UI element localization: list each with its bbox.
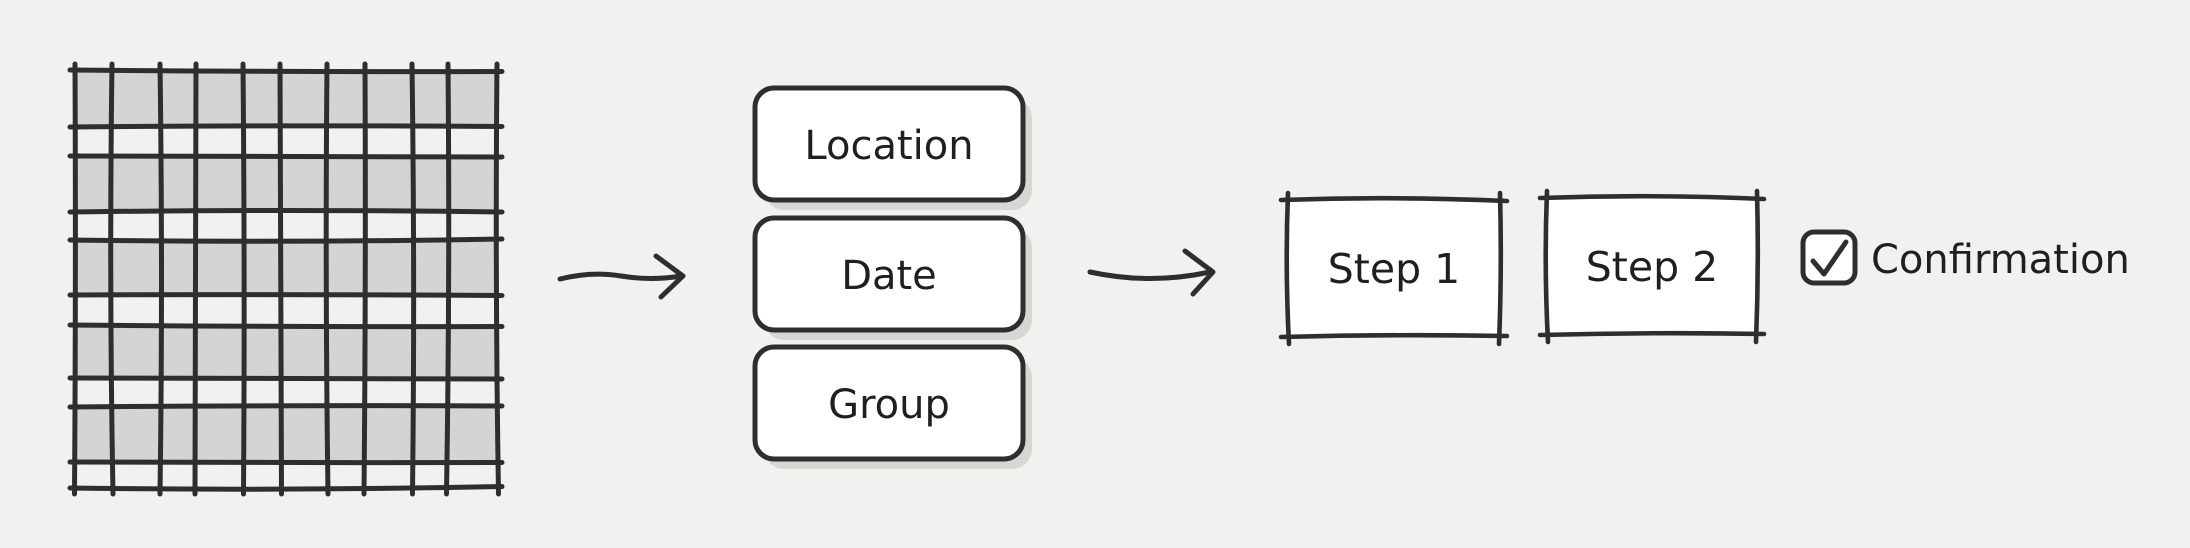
arrow-fields-to-steps[interactable] xyxy=(1087,248,1216,297)
field-button-location[interactable]: Location xyxy=(752,85,1032,210)
box-vertical-edges xyxy=(1284,190,1504,347)
step-1-box[interactable]: Step 1 xyxy=(1278,190,1510,347)
grid-row-line xyxy=(67,236,505,244)
grid-column-line xyxy=(192,61,199,497)
button-outline xyxy=(752,215,1026,333)
grid-column-line xyxy=(409,61,417,497)
box-vertical-edges xyxy=(1543,188,1761,345)
field-button-date[interactable]: Date xyxy=(752,215,1032,340)
shaded-grid-row xyxy=(75,407,497,462)
grid-column-line xyxy=(361,61,368,497)
grid-row-line xyxy=(67,292,505,298)
grid-column-line xyxy=(72,61,78,497)
shaded-grid-row xyxy=(75,156,497,212)
grid-row-line xyxy=(67,375,505,382)
checkbox-label: Confirmation xyxy=(1871,237,2130,283)
grid-column-line xyxy=(323,61,331,497)
grid-row-line xyxy=(67,484,505,492)
button-outline xyxy=(752,85,1026,203)
right-arrow-icon-shaft xyxy=(1087,269,1213,281)
grid-column-line xyxy=(493,61,501,497)
right-arrow-icon-head xyxy=(1182,248,1216,297)
box-fill xyxy=(1547,198,1757,335)
grid-column-line xyxy=(444,61,452,497)
box-horizontal-edges xyxy=(1537,193,1767,338)
grid-column-line xyxy=(240,61,247,497)
checkmark-icon xyxy=(1810,239,1849,277)
step-box-label: Step 2 xyxy=(1586,243,1718,291)
grid-column-line xyxy=(277,61,284,497)
grid-row-line xyxy=(67,459,505,466)
grid-row-line xyxy=(67,123,505,130)
field-button-label: Group xyxy=(828,382,950,428)
shaded-grid-row xyxy=(75,70,497,127)
box-fill xyxy=(1288,200,1500,337)
grid-row-line xyxy=(67,153,505,160)
shaded-grid-row xyxy=(75,325,497,378)
button-outline xyxy=(752,344,1026,462)
grid-column-line xyxy=(108,61,116,497)
right-arrow-icon-head xyxy=(653,253,686,300)
shaded-grid-row xyxy=(75,240,497,295)
table-grid-sketch[interactable] xyxy=(67,61,505,497)
arrow-grid-to-fields[interactable] xyxy=(557,253,686,300)
step-2-box[interactable]: Step 2 xyxy=(1537,188,1767,345)
confirmation-checkbox[interactable]: Confirmation xyxy=(1800,229,2130,286)
grid-row-line xyxy=(67,67,505,75)
right-arrow-icon-shaft xyxy=(557,271,684,282)
field-button-group[interactable]: Group xyxy=(752,344,1032,469)
grid-column-line xyxy=(157,61,164,497)
field-button-label: Date xyxy=(841,253,937,299)
grid-row-line xyxy=(67,208,505,215)
checkbox-outline xyxy=(1800,229,1858,286)
step-box-label: Step 1 xyxy=(1328,245,1460,293)
grid-row-line xyxy=(67,403,505,410)
grid-row-line xyxy=(67,322,505,330)
field-button-label: Location xyxy=(804,123,973,169)
box-horizontal-edges xyxy=(1278,195,1510,340)
